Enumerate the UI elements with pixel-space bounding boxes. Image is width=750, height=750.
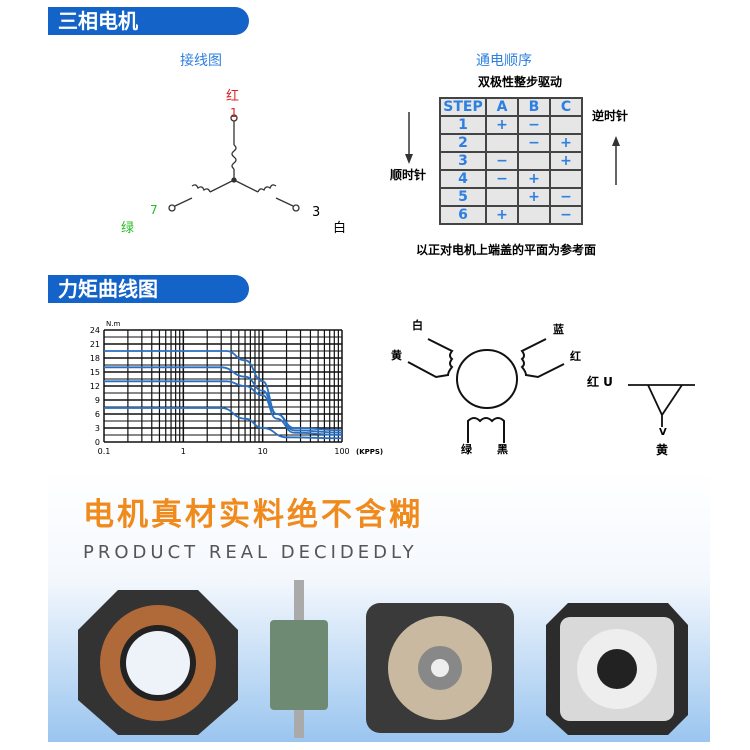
table-row: 2 −+ <box>439 133 583 153</box>
red-wire-label: 红 <box>226 89 240 104</box>
series-line-curve3 <box>104 380 343 436</box>
white-wire-label: 白 <box>333 221 347 236</box>
section-header-three-phase: 三相电机 <box>48 7 249 35</box>
delta-yellow-label: 黄 <box>656 443 669 457</box>
table-cell: 5 <box>439 187 487 207</box>
banner-subtitle: PRODUCT REAL DECIDEDLY <box>83 542 418 563</box>
wiring-diagram <box>168 114 300 212</box>
clockwise-label: 顺时针 <box>390 168 427 182</box>
y-axis-label: N.m <box>106 320 120 328</box>
table-cell: − <box>517 133 551 153</box>
coil-red-label: 红 <box>570 350 581 363</box>
motor-parts-photos <box>78 580 688 738</box>
table-cell: + <box>485 115 519 135</box>
table-cell: − <box>485 151 519 171</box>
torque-chart: 0 3 6 9 12 15 18 21 24 0.1 1 10 100 N.m (KPPS) <box>90 320 383 456</box>
table-cell <box>549 115 583 135</box>
section-header-torque: 力矩曲线图 <box>48 275 249 303</box>
green-wire-num: 7 <box>150 203 158 217</box>
reference-note: 以正对电机上端盖的平面为参考面 <box>416 243 597 257</box>
y-tick-label: 12 <box>90 382 100 391</box>
stator-photo <box>78 590 238 735</box>
motor-coil-diagram <box>407 338 695 443</box>
product-banner: 电机真材实料绝不含糊 PRODUCT REAL DECIDEDLY <box>48 470 710 742</box>
sequence-subtitle: 双极性整步驱动 <box>478 75 563 89</box>
x-tick-label: 1 <box>181 447 186 456</box>
delta-u-label: 红 U <box>587 375 613 389</box>
coil-black-label: 黑 <box>497 443 508 456</box>
table-cell: + <box>485 205 519 225</box>
coil-yellow-label: 黄 <box>391 349 402 362</box>
coil-blue-label: 蓝 <box>553 323 564 336</box>
y-tick-label: 15 <box>90 368 100 377</box>
arrow-down-icon <box>405 154 413 164</box>
table-cell: 3 <box>439 151 487 171</box>
table-cell: + <box>517 169 551 189</box>
y-tick-label: 0 <box>95 438 100 447</box>
table-cell: 6 <box>439 205 487 225</box>
table-cell: 1 <box>439 115 487 135</box>
table-cell <box>485 133 519 153</box>
end-cap-photo-2 <box>546 603 688 735</box>
coil-white-label: 白 <box>412 319 423 332</box>
wiring-title: 接线图 <box>180 53 222 69</box>
red-wire-num: 1 <box>230 106 238 120</box>
table-cell: 4 <box>439 169 487 189</box>
header-cell: B <box>517 97 551 117</box>
white-wire-num: 3 <box>312 205 321 220</box>
x-tick-label: 10 <box>258 447 268 456</box>
header-cell: A <box>485 97 519 117</box>
direction-arrows <box>405 112 620 185</box>
x-axis-label: (KPPS) <box>356 448 383 456</box>
table-cell: − <box>549 205 583 225</box>
sequence-title: 通电顺序 <box>476 53 532 69</box>
table-cell: + <box>517 187 551 207</box>
table-row: 1+− <box>439 115 583 135</box>
y-tick-label: 24 <box>90 326 100 335</box>
x-tick-label: 0.1 <box>98 447 111 456</box>
y-tick-label: 3 <box>95 424 100 433</box>
y-tick-label: 18 <box>90 354 100 363</box>
table-cell: + <box>549 133 583 153</box>
rotor-photo <box>270 580 328 738</box>
end-cap-photo-1 <box>366 603 514 733</box>
coil-green-label: 绿 <box>461 443 472 456</box>
x-tick-label: 100 <box>334 447 349 456</box>
y-tick-label: 9 <box>95 396 100 405</box>
series-line-curve1 <box>104 350 343 432</box>
banner-headline: 电机真材实料绝不含糊 <box>83 497 423 533</box>
table-cell <box>517 151 551 171</box>
table-cell <box>485 187 519 207</box>
table-cell: − <box>485 169 519 189</box>
arrow-up-icon <box>612 136 620 146</box>
green-wire-label: 绿 <box>121 221 135 236</box>
counterclockwise-label: 逆时针 <box>592 109 629 123</box>
header-cell: STEP <box>439 97 487 117</box>
table-cell: 2 <box>439 133 487 153</box>
table-row: 4−+ <box>439 169 583 189</box>
table-cell: − <box>517 115 551 135</box>
table-row: 6+ − <box>439 205 583 225</box>
header-cell: C <box>549 97 583 117</box>
y-tick-label: 21 <box>90 340 100 349</box>
series-line-curve4 <box>104 407 343 440</box>
table-row: 5 +− <box>439 187 583 207</box>
delta-v-label: V <box>659 427 667 438</box>
table-cell <box>549 169 583 189</box>
y-tick-label: 6 <box>95 410 100 419</box>
table-cell <box>517 205 551 225</box>
table-cell: − <box>549 187 583 207</box>
series-line-curve2 <box>103 366 343 434</box>
table-cell: + <box>549 151 583 171</box>
table-row: 3− + <box>439 151 583 171</box>
